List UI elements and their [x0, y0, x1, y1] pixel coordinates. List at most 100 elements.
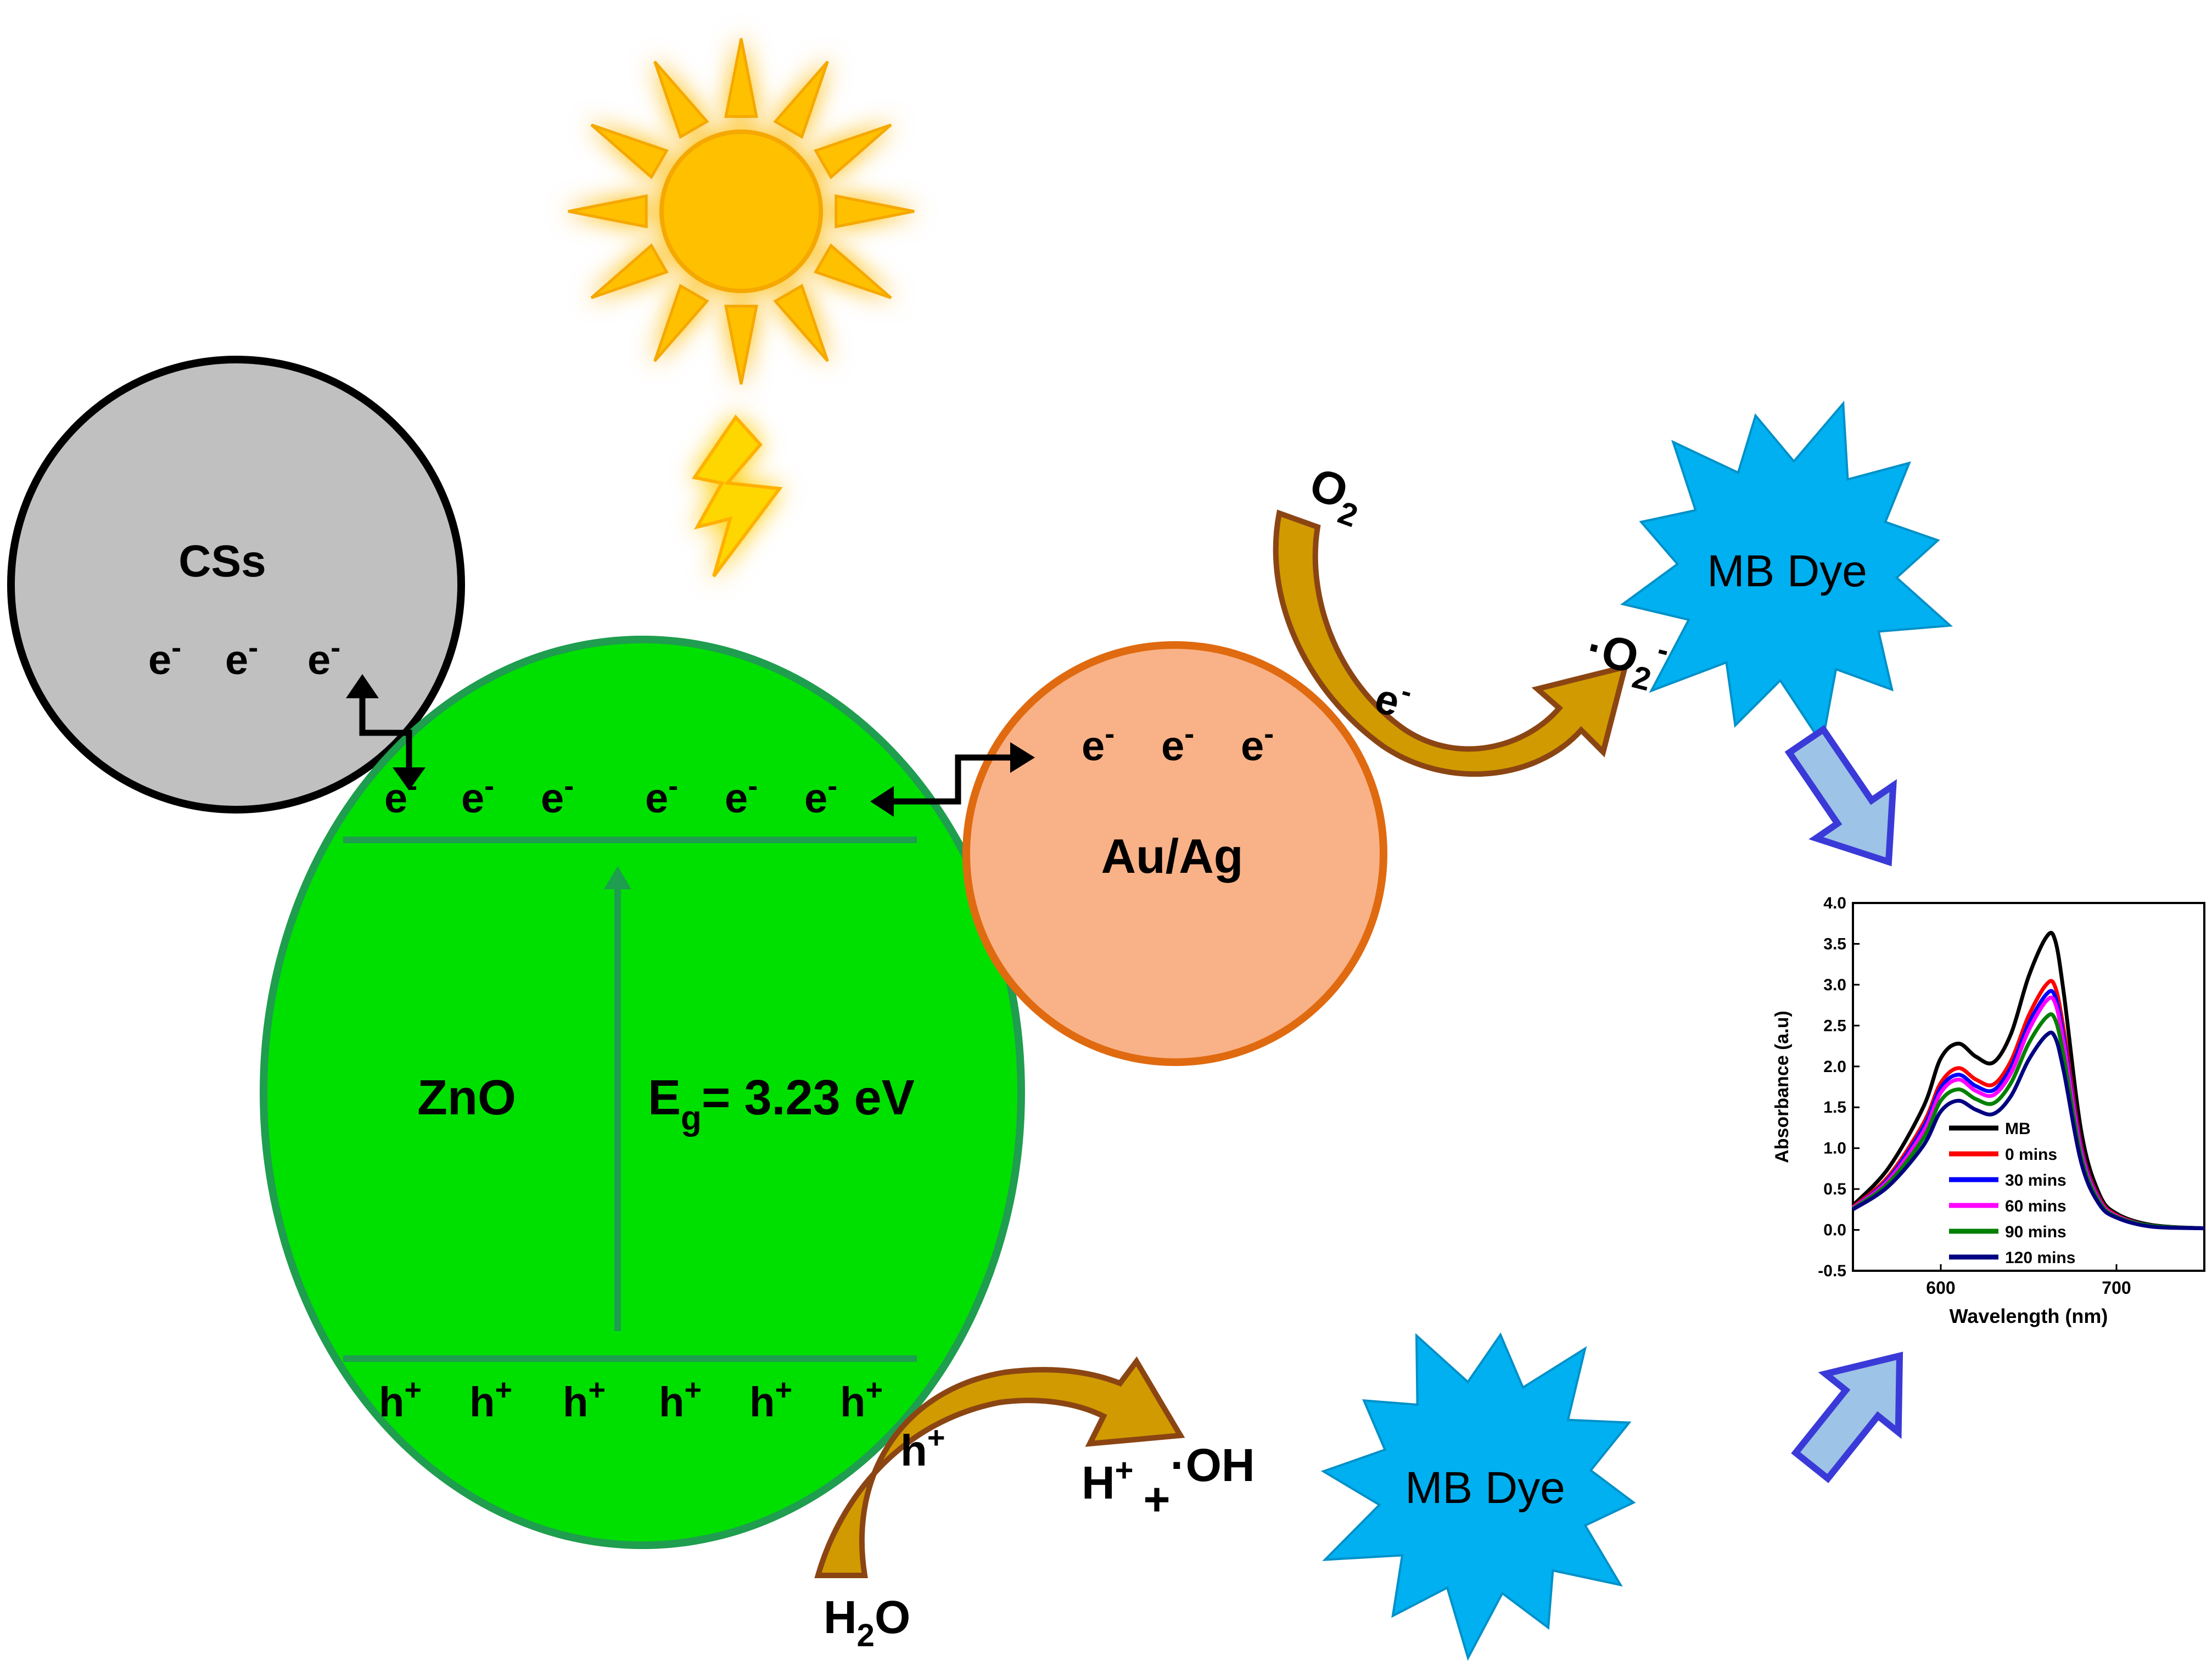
electron-charge: - — [484, 770, 494, 803]
electron-symbol: e — [1082, 723, 1105, 770]
electron: e- — [645, 770, 678, 822]
arc-hole-charge: + — [927, 1420, 945, 1455]
hole: h+ — [749, 1373, 792, 1426]
plus-sign: + — [1144, 1473, 1171, 1525]
hole-symbol: h — [563, 1379, 588, 1426]
electron-charge: - — [1184, 717, 1194, 750]
h2o-oxygen: O — [875, 1591, 910, 1643]
electron: e- — [148, 631, 181, 683]
electron-symbol: e — [461, 775, 484, 822]
hole: h+ — [563, 1373, 606, 1426]
x-axis-label: Wavelength (nm) — [1950, 1305, 2108, 1327]
mb-dye-bottom-label: MB Dye — [1405, 1463, 1565, 1513]
css-transfer-arrow-head-down — [393, 767, 425, 790]
mb-dye-top-star — [1620, 400, 1953, 747]
sun-disc — [659, 130, 823, 293]
css-to-zno-transfer-arrow — [359, 697, 412, 769]
hole-charge: + — [684, 1373, 702, 1406]
band-gap-symbol: E — [648, 1070, 681, 1125]
electron: e- — [1161, 717, 1194, 770]
y-tick-label: 0.5 — [1823, 1180, 1846, 1198]
legend-label: 60 mins — [2005, 1197, 2067, 1215]
sun-ray — [653, 60, 709, 139]
y-tick-label: -0.5 — [1818, 1262, 1846, 1280]
series-line — [1852, 1030, 2205, 1231]
o2-reduction-arc-arrow — [1273, 509, 1629, 777]
y-tick-label: 0.0 — [1823, 1221, 1846, 1239]
y-tick-label: 2.5 — [1823, 1017, 1846, 1035]
y-axis-label: Absorbance (a.u) — [1772, 1011, 1793, 1163]
degradation-arrow-up — [1791, 1351, 1903, 1483]
sun-ray — [724, 38, 758, 118]
electron-symbol: e — [541, 775, 564, 822]
electron-symbol: e — [1241, 723, 1264, 770]
electron-symbol: e — [225, 637, 248, 683]
arc-hole-label: h+ — [900, 1420, 945, 1475]
electron-charge: - — [1105, 717, 1115, 750]
arc-electron-label: e- — [1370, 669, 1416, 728]
electron-symbol: e — [307, 637, 331, 683]
h2o-label: H2O — [824, 1591, 910, 1653]
conduction-band-electrons: e-e-e-e-e-e- — [384, 770, 837, 822]
x-tick-label: 600 — [1926, 1278, 1955, 1298]
hole-charge: + — [588, 1373, 606, 1406]
band-gap-value: = 3.23 eV — [702, 1070, 915, 1125]
sun-ray — [773, 284, 829, 362]
sun-ray — [568, 194, 648, 228]
sun-icon — [568, 38, 915, 385]
legend-label: 90 mins — [2005, 1223, 2067, 1241]
electron: e- — [461, 770, 494, 822]
band-gap-subscript: g — [681, 1100, 702, 1137]
electron-charge: - — [748, 770, 758, 803]
hole: h+ — [469, 1373, 512, 1426]
mb-dye-bottom-star — [1320, 1332, 1636, 1661]
au-ag-particle — [962, 641, 1387, 1066]
band-gap-arrow-head — [604, 866, 631, 889]
legend-label: 30 mins — [2005, 1171, 2067, 1190]
hole-charge: + — [495, 1373, 512, 1406]
electron-charge: - — [668, 770, 678, 803]
electron-charge: - — [1264, 717, 1274, 750]
sun-ray — [814, 124, 892, 179]
band-gap-label: Eg= 3.23 eV — [648, 1070, 915, 1137]
electron: e- — [1241, 717, 1274, 770]
electron: e- — [225, 631, 258, 683]
h2o-hydrogen: H — [824, 1591, 857, 1643]
hole-charge: + — [775, 1373, 792, 1406]
electron-symbol: e — [725, 775, 748, 822]
hole-symbol: h — [469, 1379, 495, 1426]
sun-ray — [653, 284, 709, 362]
hole: h+ — [840, 1373, 883, 1426]
legend-label: 120 mins — [2005, 1249, 2075, 1267]
proton-charge: + — [1115, 1452, 1134, 1488]
electron-symbol: e — [804, 775, 827, 822]
mb-dye-top-label: MB Dye — [1707, 546, 1867, 596]
degradation-arrow-down — [1784, 725, 1897, 867]
css-label: CSs — [178, 536, 266, 586]
y-tick-label: 2.0 — [1823, 1058, 1846, 1076]
products-label: H++·OH — [1082, 1439, 1255, 1525]
arc-hole-symbol: h — [900, 1426, 927, 1475]
css-electrons: e-e-e- — [148, 631, 340, 683]
au-ag-electrons: e-e-e- — [1082, 717, 1274, 770]
electron-charge: - — [564, 770, 574, 803]
hole-symbol: h — [379, 1379, 404, 1426]
electron: e- — [1082, 717, 1115, 770]
zno-label: ZnO — [417, 1070, 516, 1125]
hole-charge: + — [865, 1373, 883, 1406]
lightning-bolt-icon — [691, 414, 783, 577]
legend-label: 0 mins — [2005, 1146, 2057, 1164]
h2o-subscript: 2 — [857, 1618, 875, 1653]
h2o-oxidation-arc-arrow — [814, 1356, 1185, 1578]
hole-symbol: h — [840, 1379, 865, 1426]
zno-particle — [260, 636, 1025, 1549]
legend-label: MB — [2005, 1120, 2031, 1138]
hydroxyl-radical-dot: · — [1171, 1439, 1186, 1491]
y-tick-label: 1.0 — [1823, 1140, 1846, 1158]
electron: e- — [307, 631, 340, 683]
sun-ray — [773, 60, 829, 139]
sun-ray — [814, 243, 892, 299]
